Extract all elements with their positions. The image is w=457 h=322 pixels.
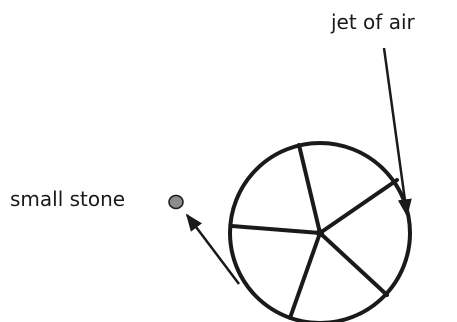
spoke-bottom: [290, 233, 320, 318]
small-stone-label: small stone: [10, 189, 125, 209]
small-stone: [169, 196, 183, 209]
jet-of-air-arrow: [384, 48, 407, 215]
spoke-lower-right: [320, 233, 387, 295]
spoke-right: [320, 180, 397, 233]
spoke-left: [232, 226, 320, 233]
wheel-hub: [316, 229, 324, 237]
spoke-top: [299, 145, 320, 233]
jet-of-air-label: jet of air: [331, 12, 415, 32]
